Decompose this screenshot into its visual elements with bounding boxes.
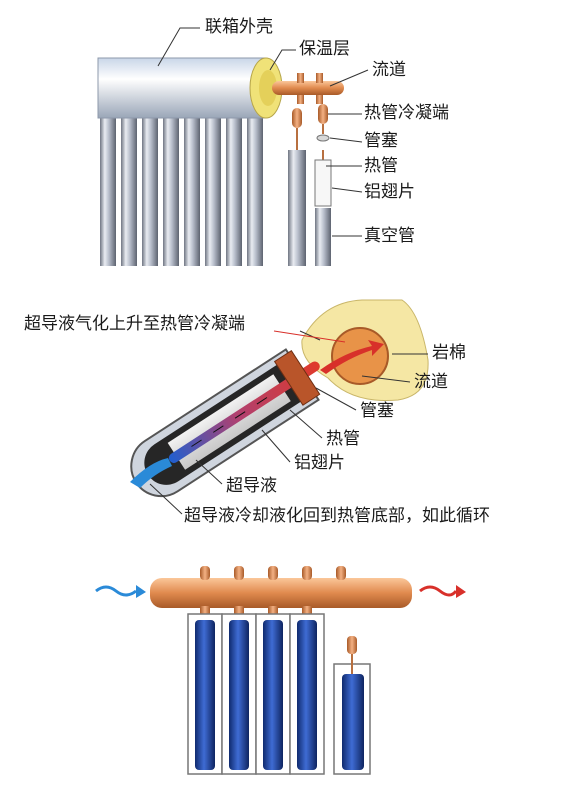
label-tube-plug: 管塞 <box>360 401 394 421</box>
detached-heat-pipe <box>347 636 357 674</box>
system-manifold <box>150 578 412 608</box>
panel-1-leader-lines <box>157 27 369 237</box>
manifold-nipples <box>200 566 346 618</box>
inflow-arrow <box>95 585 137 597</box>
label-vacuum-tube: 真空管 <box>364 226 415 246</box>
panel-2-heat-pipe-section <box>130 299 429 515</box>
outflow-arrow <box>419 585 458 597</box>
exploded-components <box>288 104 332 266</box>
label-manifold: 流道 <box>372 60 406 80</box>
label-flow-channel: 流道 <box>414 372 448 392</box>
panel-3-system-flow <box>95 566 466 775</box>
vacuum-tube-section <box>130 348 321 498</box>
tube-plug <box>273 349 321 406</box>
label-heat-pipe: 热管 <box>364 156 398 176</box>
label-condenser-end: 热管冷凝端 <box>364 103 449 123</box>
label-header-shell: 联箱外壳 <box>205 17 273 37</box>
condenser-arrow <box>320 340 384 374</box>
label-heat-pipe-2: 热管 <box>326 429 360 449</box>
panel-2-leader-lines <box>149 330 428 515</box>
label-insulation: 保温层 <box>299 39 350 59</box>
header-shell <box>97 57 283 119</box>
label-fluid: 超导液 <box>226 476 277 496</box>
label-evaporate: 超导液气化上升至热管冷凝端 <box>24 314 245 334</box>
manifold-circle <box>331 327 389 385</box>
label-fin: 铝翅片 <box>364 182 415 202</box>
absorber-tubes <box>195 620 364 770</box>
label-plug: 管塞 <box>364 131 398 151</box>
label-fin-2: 铝翅片 <box>294 453 345 473</box>
vacuum-tube-array <box>100 104 263 266</box>
panel-1-collector <box>97 27 369 266</box>
manifold-pipe <box>272 73 344 104</box>
label-rock-wool: 岩棉 <box>432 343 466 363</box>
fluid-blue <box>130 458 172 488</box>
label-condense: 超导液冷却液化回到热管底部，如此循环 <box>184 506 490 526</box>
